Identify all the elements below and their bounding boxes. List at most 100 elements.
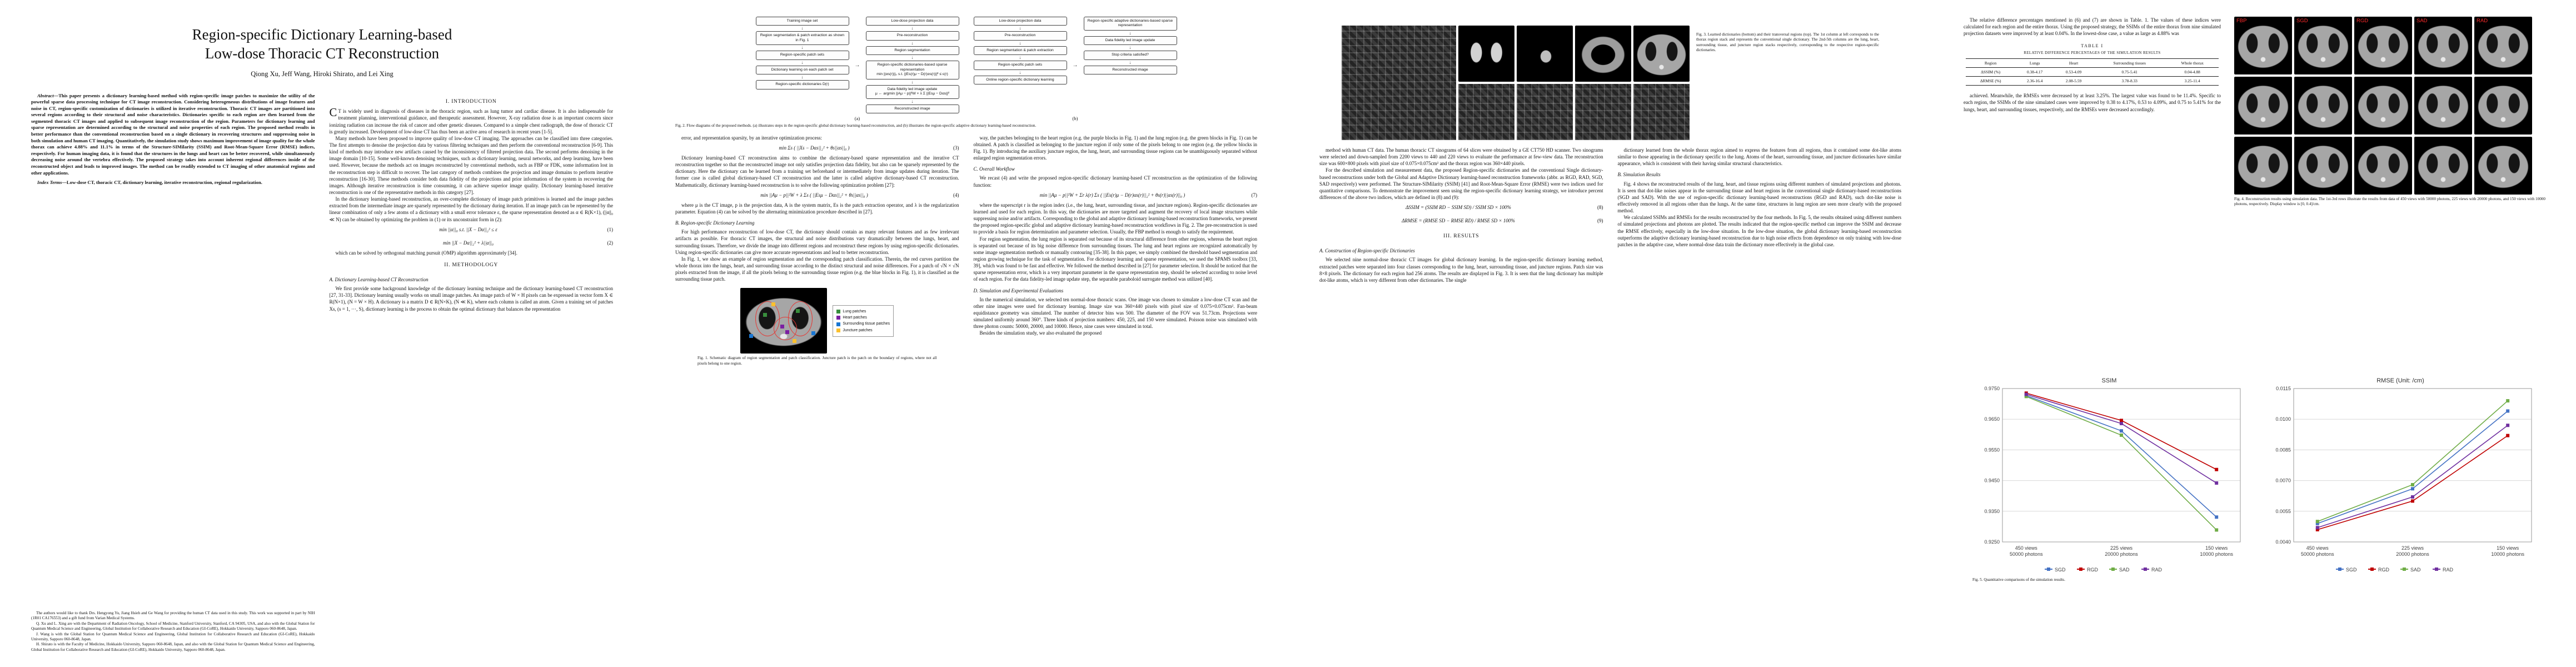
- recon-image: [2414, 137, 2472, 195]
- arrow-down-icon: ↓: [801, 74, 804, 80]
- table-cell: 0.04-4.88: [2166, 67, 2219, 77]
- flowchart-box: Training image set: [755, 17, 849, 26]
- figure-4-image-grid: FBP SGD RGD SAD RAD: [2234, 17, 2545, 195]
- table-cell: 0.53-4.09: [2054, 67, 2094, 77]
- table-cell: ΔRMSE (%): [1966, 76, 2016, 86]
- page3-right-column: dictionary learned from the whole thorax…: [1618, 147, 1902, 653]
- body-paragraph: We calculated SSIMs and RMSEs for the re…: [1617, 215, 1902, 247]
- svg-text:50000 photons: 50000 photons: [2010, 551, 2043, 557]
- svg-text:RAD: RAD: [2443, 567, 2454, 573]
- tissue-swatch-icon: [836, 322, 841, 326]
- svg-text:20000 photons: 20000 photons: [2396, 551, 2429, 557]
- body-paragraph: CT is widely used in diagnosis of diseas…: [329, 107, 614, 135]
- paper-authors: Qiong Xu, Jeff Wang, Hiroki Shirato, and…: [251, 69, 393, 78]
- flowchart-box: Region segmentation & patch extraction a…: [755, 31, 849, 46]
- flowchart-box: Data fidelity led image update μ ← argmi…: [865, 84, 959, 99]
- equation-9: ΔRMSE = (RMSE SD − RMSE RD) / RMSE SD × …: [1319, 217, 1603, 224]
- page4-left-column: The relative difference percentages ment…: [1964, 17, 2221, 207]
- svg-text:225 views: 225 views: [2401, 545, 2424, 551]
- svg-text:0.9250: 0.9250: [1984, 539, 2000, 545]
- arrow-down-icon: ↓: [911, 79, 914, 84]
- arrow-down-icon: ↓: [1129, 45, 1132, 51]
- svg-text:450 views: 450 views: [2306, 545, 2329, 551]
- section-methodology: II. METHODOLOGY: [444, 262, 499, 268]
- fig1-legend: Lung patches Heart patches Surrounding t…: [833, 305, 894, 337]
- figure-5-caption: Fig. 5. Quantitative comparisons of the …: [1972, 577, 2065, 582]
- heart-patch-marker: [780, 325, 785, 329]
- subsection-construction: A. Construction of Region-specific Dicti…: [1319, 248, 1415, 254]
- body-paragraph: method with human CT data. The human tho…: [1319, 147, 1603, 167]
- table-1-label: TABLE I: [2081, 43, 2104, 49]
- table-cell: 0.38-4.17: [2015, 67, 2055, 77]
- section-results: III. RESULTS: [1443, 233, 1479, 240]
- footnote: Q. Xu and L. Xing are with the Departmen…: [31, 621, 315, 631]
- body-paragraph: dictionary learned from the whole thorax…: [1617, 147, 1902, 167]
- arrow-right-icon: →: [1072, 62, 1078, 68]
- footnote: H. Shirato is with the Faculty of Medici…: [31, 642, 315, 652]
- flowchart-global: Training image set ↓ Region segmentation…: [755, 17, 959, 122]
- equation-body: ΔSSIM = (SSIM RD − SSIM SD) / SSIM SD × …: [1406, 205, 1511, 211]
- body-paragraph: We first provide some background knowled…: [329, 286, 614, 312]
- flowchart-a-label: (a): [854, 116, 860, 122]
- juncture-swatch-icon: [836, 328, 841, 333]
- subsection-simulation-results: B. Simulation Results: [1617, 172, 1661, 178]
- subsection-d: D. Simulation and Experimental Evaluatio…: [973, 287, 1064, 293]
- equation-number: (8): [1597, 205, 1603, 211]
- page1-left-column: Abstract—This paper presents a dictionar…: [31, 93, 315, 653]
- arrow-down-icon: ↓: [1129, 30, 1132, 36]
- figure-3-caption: Fig. 3. Learned dictionaries (bottom) an…: [1696, 32, 1879, 53]
- arrow-down-icon: ↓: [911, 26, 914, 31]
- svg-text:0.9650: 0.9650: [1984, 416, 2000, 422]
- legend-label: Lung patches: [843, 309, 866, 313]
- method-label: RGD: [2356, 18, 2369, 24]
- svg-text:0.0070: 0.0070: [2275, 477, 2291, 483]
- lung-region-image: [1458, 26, 1514, 82]
- arrow-down-icon: ↓: [1019, 69, 1022, 75]
- svg-text:0.0055: 0.0055: [2275, 509, 2291, 514]
- juncture-patch-marker: [792, 339, 796, 344]
- recon-image: [2474, 77, 2532, 135]
- svg-text:450 views: 450 views: [2015, 545, 2037, 551]
- body-paragraph: We recast (4) and write the proposed reg…: [973, 175, 1258, 188]
- tissue-column: [1575, 26, 1631, 140]
- flowchart-box: Dictionary learning on each patch set: [755, 65, 849, 75]
- tissue-patch-marker: [749, 334, 753, 338]
- single-dictionary-image: [1342, 26, 1456, 140]
- body-paragraph: Dictionary learning-based CT reconstruct…: [675, 155, 959, 188]
- recon-image-sad: SAD: [2414, 17, 2472, 74]
- page-4: The relative difference percentages ment…: [1932, 0, 2576, 667]
- table-header-cell: Heart: [2054, 58, 2094, 68]
- flowchart-adaptive: Low-dose projection data ↓ Pre-reconstru…: [973, 17, 1177, 121]
- arrow-down-icon: ↓: [911, 98, 914, 104]
- footnote: J. Wang is with the Global Station for Q…: [31, 631, 315, 641]
- table-header-cell: Surrounding tissues: [2093, 58, 2166, 68]
- equation-body: ΔRMSE = (RMSE SD − RMSE RD) / RMSE SD × …: [1402, 218, 1515, 224]
- body-paragraph: which can be solved by orthogonal matchi…: [335, 250, 517, 256]
- svg-text:SGD: SGD: [2055, 567, 2066, 573]
- recon-image-fbp: FBP: [2234, 17, 2292, 74]
- flowchart-box: Region-specific patch sets: [973, 61, 1067, 70]
- recon-image: [2354, 77, 2412, 135]
- lung-dictionary-image: [1458, 84, 1514, 140]
- recon-image: [2474, 137, 2532, 195]
- body-paragraph: way, the patches belonging to the heart …: [973, 135, 1258, 161]
- svg-text:0.9750: 0.9750: [1984, 386, 2000, 391]
- ssim-chart: 0.92500.93500.94500.95500.96500.9750450 …: [1970, 374, 2248, 574]
- arrow-down-icon: ↓: [1019, 40, 1022, 46]
- spacer: [31, 190, 315, 611]
- flowchart-adaptive-right: Region-specific adaptive dictionaries-ba…: [1083, 17, 1177, 113]
- method-label: SAD: [2416, 18, 2428, 24]
- heart-region-image: [1517, 26, 1573, 82]
- lung-patch-marker: [763, 313, 767, 317]
- figure-4-caption: Fig. 4. Reconstruction results using sim…: [2234, 197, 2545, 207]
- recon-image: [2234, 137, 2292, 195]
- body-paragraph: In the numerical simulation, we selected…: [973, 296, 1258, 330]
- figure-1-caption: Fig. 1. Schematic diagram of region segm…: [697, 356, 937, 366]
- svg-text:150 views: 150 views: [2497, 545, 2519, 551]
- table-row: ΔRMSE (%) 2.36-16.4 2.08-5.59 3.78-8.33 …: [1966, 76, 2219, 86]
- heart-patch-marker: [785, 330, 790, 334]
- svg-text:0.0040: 0.0040: [2275, 539, 2291, 545]
- recon-image: [2354, 137, 2412, 195]
- equation-3: min Σs ( ||Xs − Dαs||₂² + θs||αs||₀ )(3): [675, 145, 959, 151]
